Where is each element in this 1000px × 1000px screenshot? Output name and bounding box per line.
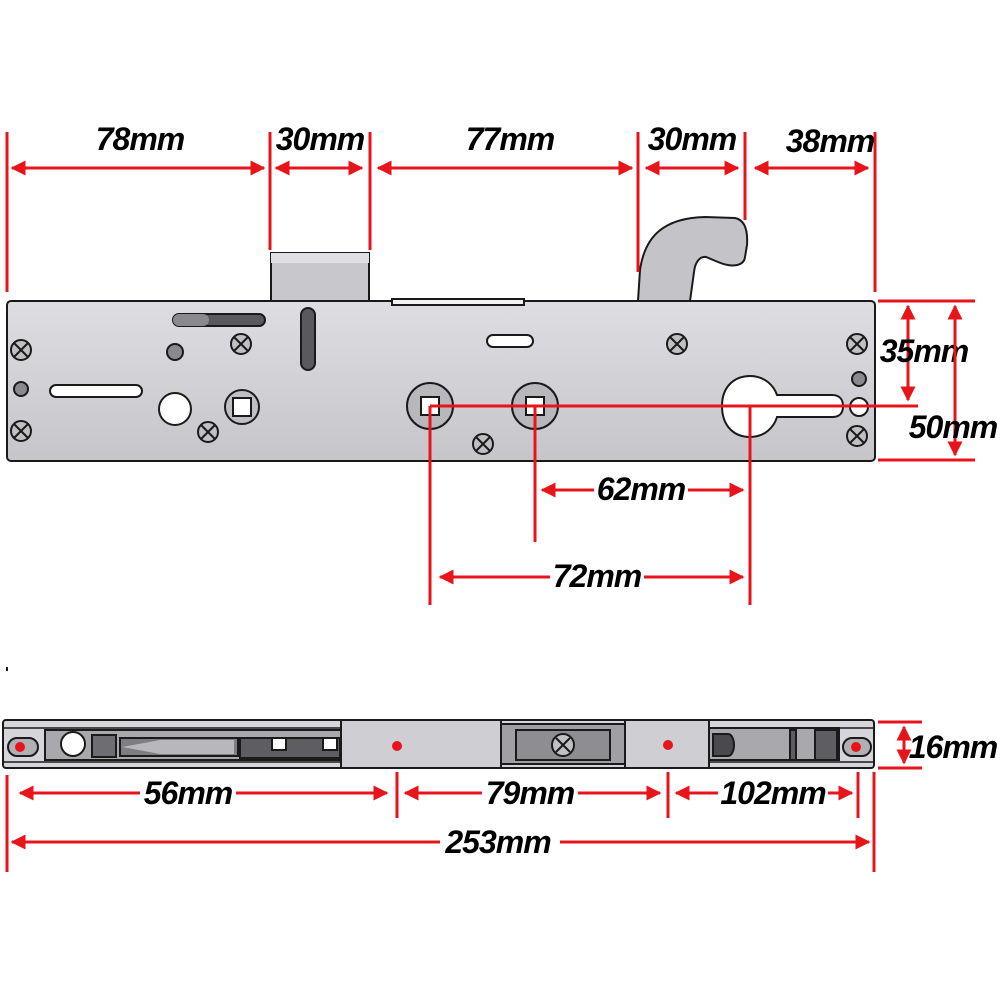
hook-bolt — [636, 215, 749, 302]
rivet — [166, 343, 184, 361]
screw-icon — [230, 333, 252, 355]
lock-case-front-view — [6, 215, 876, 462]
screw-icon — [551, 733, 575, 757]
round-hole — [158, 392, 192, 426]
dim-label-77: 77mm — [466, 121, 555, 157]
vertical-slot — [300, 307, 316, 371]
dim-56: 56mm — [18, 775, 389, 811]
rivet — [13, 381, 29, 397]
dim-62-centres: 62mm — [540, 471, 745, 507]
dim-78: 78mm — [10, 121, 266, 176]
rivet — [851, 371, 867, 387]
dim-label-50: 50mm — [909, 409, 998, 445]
dim-label-56: 56mm — [144, 775, 233, 811]
screw-icon — [846, 425, 868, 447]
extension-lines-side — [5, 772, 876, 872]
lock-case-side-view — [2, 667, 875, 769]
dim-label-16: 16mm — [909, 729, 998, 765]
small-slot — [486, 334, 534, 348]
dim-label-78: 78mm — [96, 121, 185, 157]
screw-icon — [666, 333, 688, 355]
dim-30-hook: 30mm — [644, 121, 740, 176]
spindle-square — [232, 397, 252, 417]
dim-label-253: 253mm — [444, 824, 551, 860]
dim-30-deadbolt: 30mm — [274, 121, 366, 176]
centre-lines — [428, 404, 918, 605]
long-slot — [49, 384, 143, 398]
dim-label-79: 79mm — [486, 775, 575, 811]
dim-label-72: 72mm — [553, 558, 642, 594]
dim-label-62: 62mm — [597, 471, 686, 507]
dim-253: 253mm — [10, 824, 871, 860]
dim-16-thickness: 16mm — [878, 720, 999, 770]
side-plate-block — [340, 719, 502, 769]
dim-72-centres: 72mm — [438, 558, 745, 594]
dim-77: 77mm — [376, 121, 634, 176]
dim-79: 79mm — [403, 775, 662, 811]
screw-icon — [10, 420, 32, 442]
dim-label-38: 38mm — [786, 123, 875, 159]
dim-38: 38mm — [753, 123, 876, 176]
dim-102: 102mm — [674, 775, 854, 811]
dim-50-height: 50mm — [878, 299, 999, 462]
screw-icon — [472, 433, 494, 455]
screw-icon — [10, 339, 32, 361]
extension-lines-top — [5, 132, 877, 292]
dim-label-30-a: 30mm — [276, 121, 365, 157]
screw-icon — [197, 421, 219, 443]
dim-label-30-b: 30mm — [648, 121, 737, 157]
screw-icon — [846, 333, 868, 355]
dim-label-102: 102mm — [720, 775, 826, 811]
